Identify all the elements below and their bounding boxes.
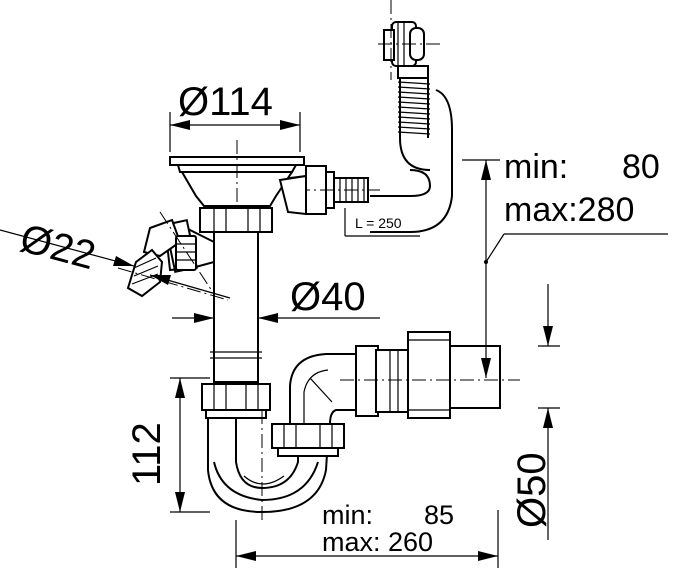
trap-outlet-nut <box>271 423 345 457</box>
u-trap <box>207 410 329 520</box>
hose-rib <box>397 91 431 95</box>
hose-length-label: L = 250 <box>355 215 402 231</box>
right-max-label: max:280 <box>504 191 634 229</box>
overflow-connector <box>296 165 380 215</box>
bottom-min-value: 85 <box>424 500 454 530</box>
d22-label: Ø22 <box>16 216 100 278</box>
hose-rib <box>397 86 431 90</box>
side-branch-connector <box>117 211 229 301</box>
right-min-value: 80 <box>622 148 660 186</box>
hose-rib <box>397 111 431 115</box>
d40-label: Ø40 <box>290 275 366 319</box>
tailpiece-pipe <box>210 231 262 383</box>
hose-rib <box>397 116 431 120</box>
dimension-d114: Ø114 <box>169 80 301 152</box>
hose-rib <box>397 96 431 100</box>
outlet-elbow <box>289 345 411 425</box>
d114-label: Ø114 <box>178 80 273 124</box>
hose-rib <box>397 121 431 125</box>
dimension-112: 112 <box>125 377 210 513</box>
hose-rib <box>397 81 431 85</box>
bottom-min-label: min: <box>322 500 373 530</box>
hose-rib <box>397 126 431 130</box>
dimension-height-range: min: 80 max:280 <box>462 148 668 378</box>
d50-label: Ø50 <box>510 452 554 528</box>
strainer-nut <box>199 207 273 233</box>
hose-length-callout: L = 250 <box>344 208 420 237</box>
hose-rib <box>397 131 431 135</box>
dimension-d50: Ø50 <box>510 284 560 540</box>
dimension-width-range: min: 85 max: 260 <box>235 500 499 568</box>
dimension-d40: Ø40 <box>172 275 380 323</box>
hose-rib <box>397 106 431 110</box>
outlet-pipe <box>340 331 520 419</box>
overflow-head <box>378 0 440 80</box>
right-min-label: min: <box>504 148 568 186</box>
tailpiece-nut <box>201 383 271 419</box>
h112-label: 112 <box>125 422 169 486</box>
overflow-hose <box>370 78 453 233</box>
hose-rib <box>397 101 431 105</box>
bottom-max-label: max: 260 <box>322 527 433 557</box>
